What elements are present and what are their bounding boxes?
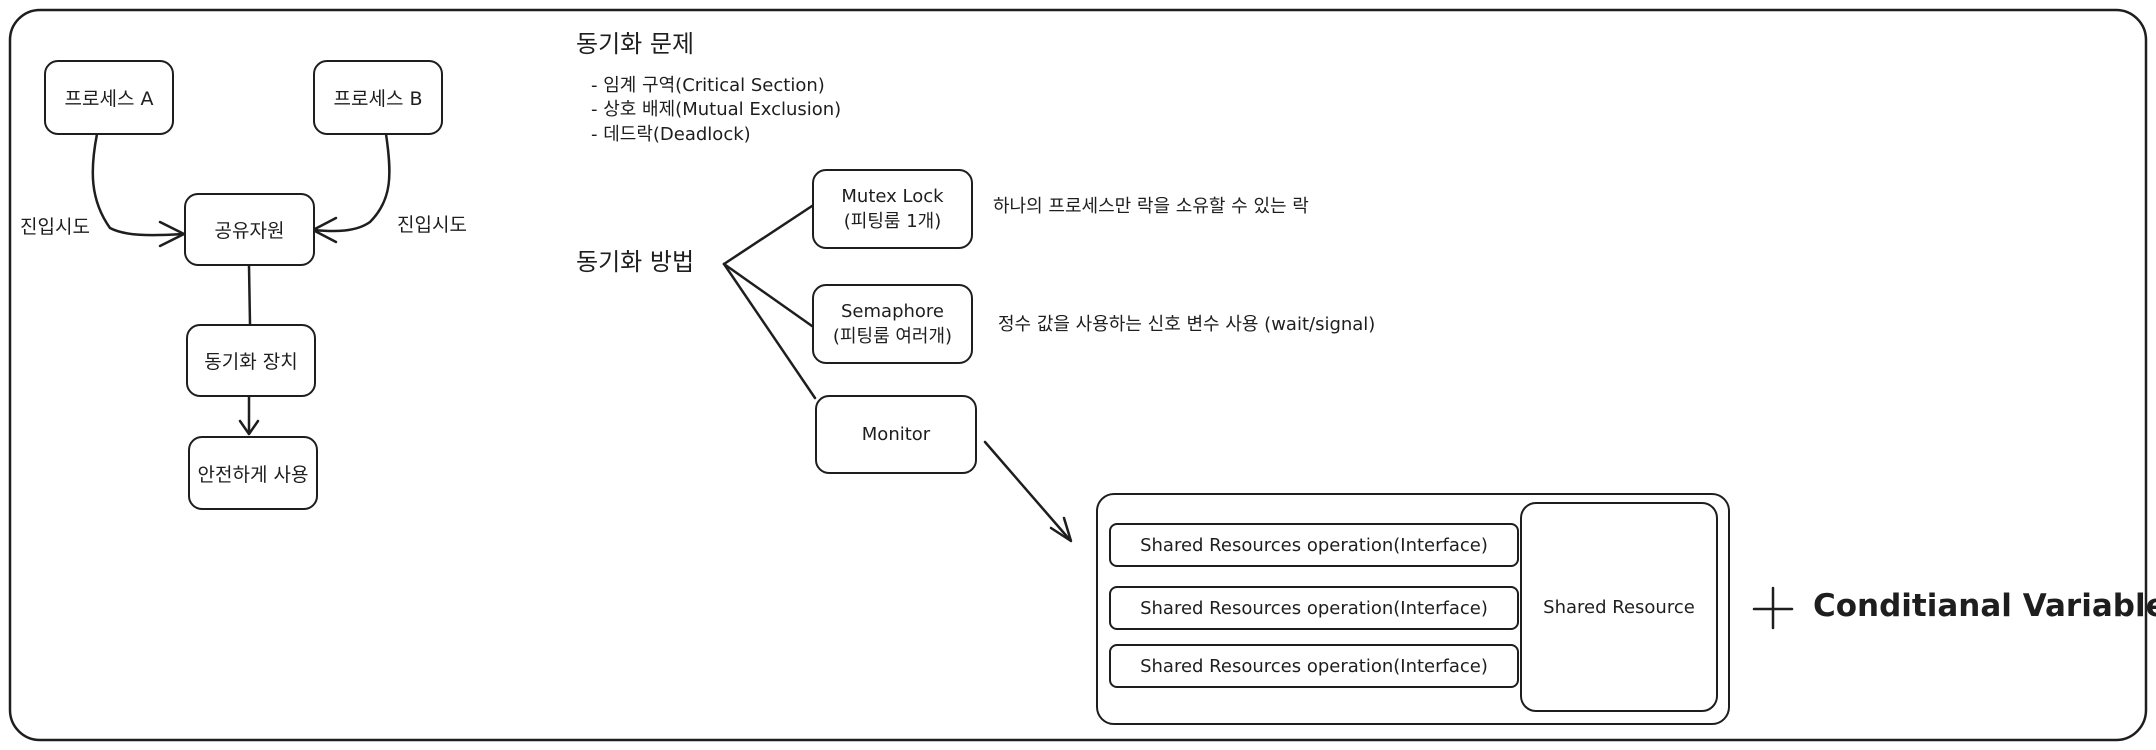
process-a-box: 프로세스 A	[44, 60, 174, 135]
shared-resource-label: 공유자원	[214, 220, 285, 242]
mutex-lock-box: Mutex Lock (피팅룸 1개)	[812, 169, 973, 249]
shared-resource-inner-box: Shared Resource	[1520, 502, 1718, 712]
mutex-lock-sublabel: (피팅룸 1개)	[843, 210, 942, 232]
semaphore-sublabel: (피팅룸 여러개)	[832, 325, 953, 347]
mutex-lock-description: 하나의 프로세스만 락을 소유할 수 있는 락	[993, 196, 1309, 217]
arrow-process-a-to-resource	[91, 132, 185, 237]
operation-label: Shared Resources operation(Interface)	[1140, 597, 1488, 619]
problem-item: - 임계 구역(Critical Section)	[591, 75, 825, 96]
methods-title: 동기화 방법	[576, 248, 695, 276]
outer-frame	[8, 8, 2148, 742]
attempt-left-label: 진입시도	[20, 216, 90, 238]
attempt-right-label: 진입시도	[397, 214, 467, 236]
sync-device-box: 동기화 장치	[186, 324, 316, 397]
process-b-box: 프로세스 B	[313, 60, 443, 135]
operation-box: Shared Resources operation(Interface)	[1109, 644, 1519, 688]
branch-monitor	[722, 262, 817, 400]
arrow-process-b-to-resource	[312, 132, 391, 233]
operation-label: Shared Resources operation(Interface)	[1140, 534, 1488, 556]
problem-item: - 상호 배제(Mutual Exclusion)	[591, 99, 842, 120]
line-resource-to-sync	[247, 264, 252, 326]
semaphore-label: Semaphore	[841, 300, 944, 322]
process-b-label: 프로세스 B	[333, 88, 423, 110]
monitor-box: Monitor	[815, 395, 977, 474]
arrowhead-safe	[238, 419, 260, 436]
shared-resource-box: 공유자원	[184, 193, 315, 266]
conditional-variable-label: Conditianal Variable	[1813, 588, 2156, 624]
operation-box: Shared Resources operation(Interface)	[1109, 523, 1519, 567]
process-a-label: 프로세스 A	[64, 88, 154, 110]
arrowhead-detail	[1049, 516, 1073, 543]
branch-mutex	[722, 204, 814, 266]
problem-item: - 데드락(Deadlock)	[591, 124, 751, 145]
problems-title: 동기화 문제	[576, 30, 695, 58]
mutex-lock-label: Mutex Lock	[841, 185, 944, 207]
semaphore-description: 정수 값을 사용하는 신호 변수 사용 (wait/signal)	[998, 314, 1376, 335]
safe-use-box: 안전하게 사용	[188, 436, 318, 510]
sync-device-label: 동기화 장치	[204, 351, 298, 373]
safe-use-label: 안전하게 사용	[197, 463, 309, 486]
monitor-label: Monitor	[861, 424, 931, 445]
operation-box: Shared Resources operation(Interface)	[1109, 586, 1519, 630]
branch-semaphore	[722, 262, 814, 328]
shared-resource-inner-label: Shared Resource	[1543, 596, 1695, 618]
semaphore-box: Semaphore (피팅룸 여러개)	[812, 284, 973, 364]
arrow-monitor-to-detail	[983, 440, 1072, 542]
operation-label: Shared Resources operation(Interface)	[1140, 655, 1488, 677]
